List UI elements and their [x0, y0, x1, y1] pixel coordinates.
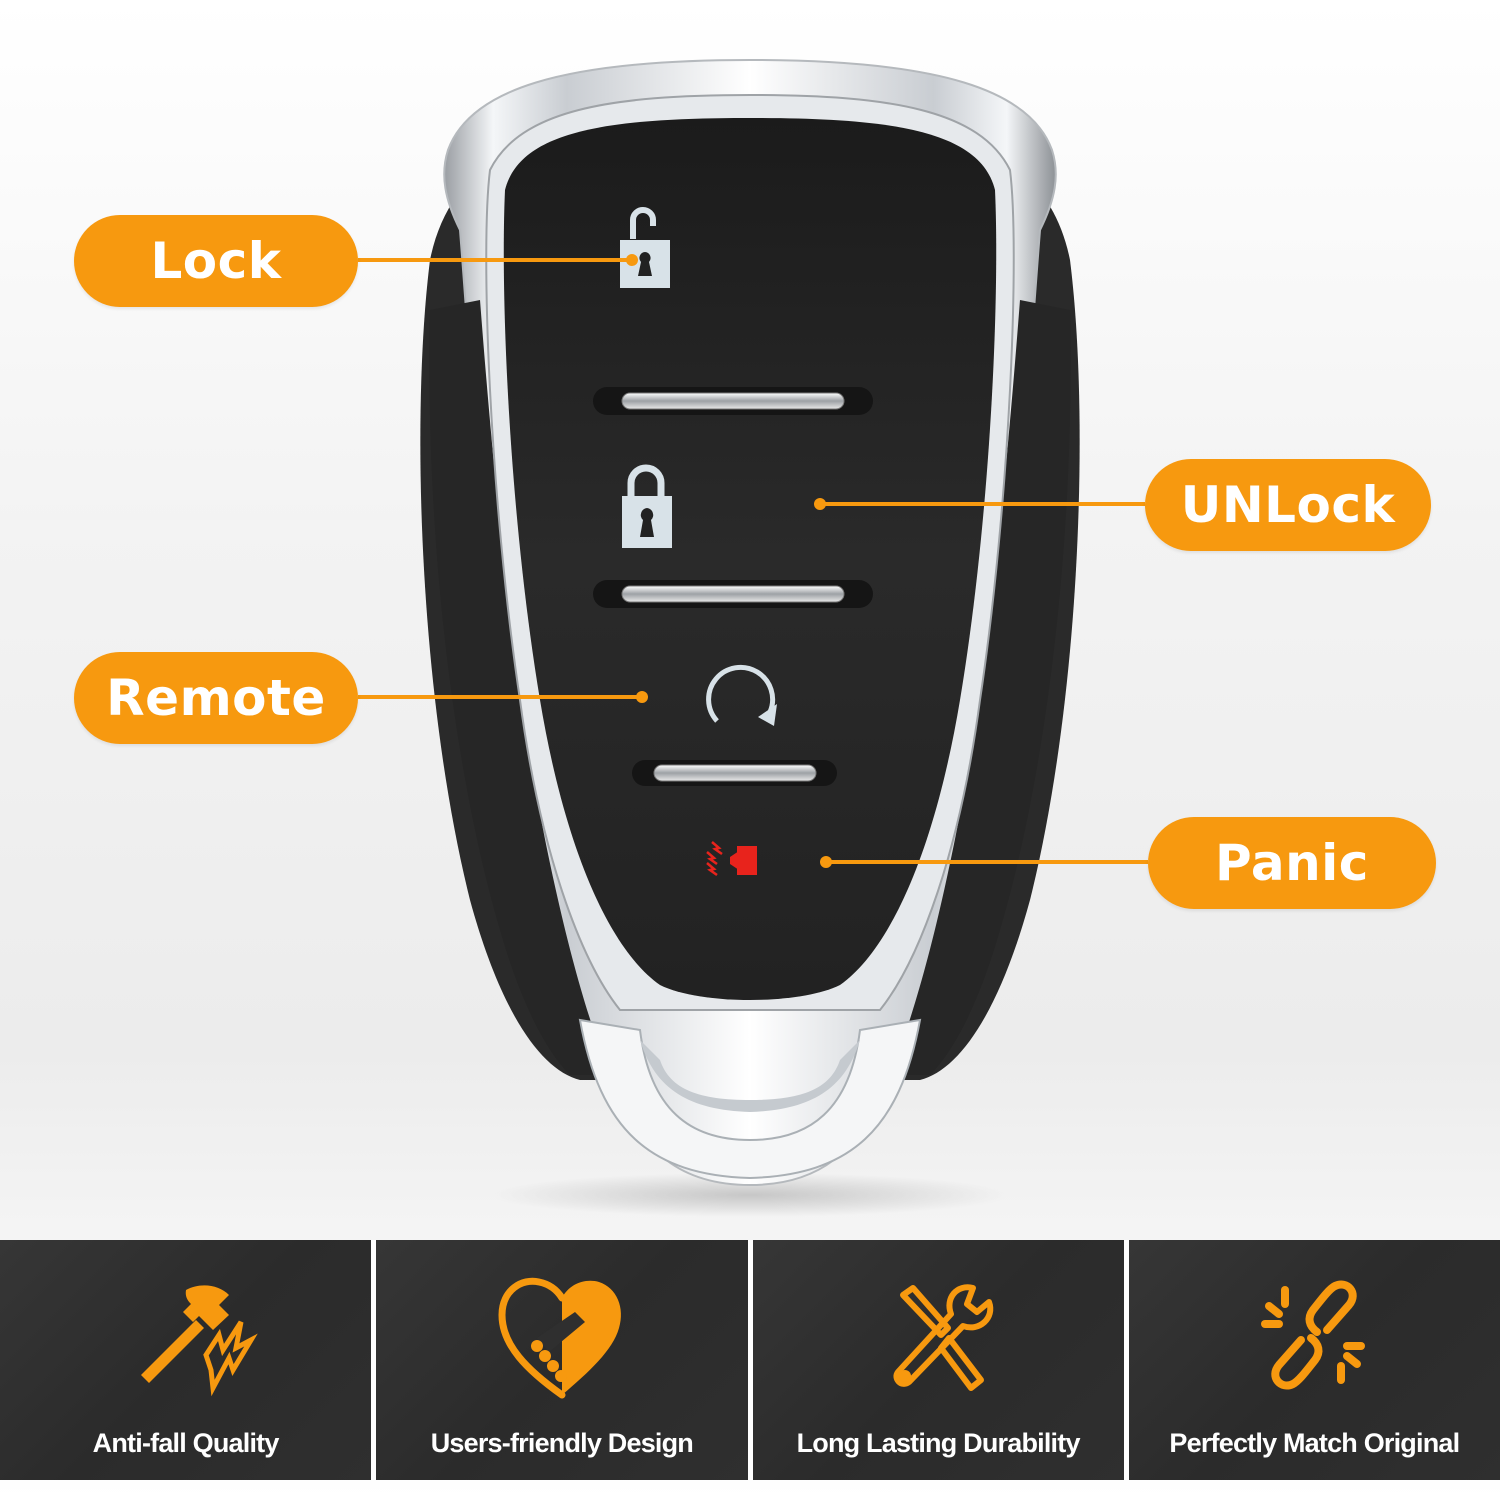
feature-label: Anti-fall Quality [92, 1428, 280, 1458]
callout-remote: Remote [74, 652, 358, 744]
button-divider [593, 580, 873, 608]
fob-face [503, 118, 997, 1000]
feature-strip: Anti-fall Quality Users-friendly Design … [0, 1240, 1500, 1480]
callout-panic: Panic [1148, 817, 1436, 909]
key-fob-illustration [420, 58, 1080, 1217]
chain-link-icon [1261, 1280, 1366, 1390]
hammer-break-icon [140, 1285, 258, 1397]
wrench-screwdriver-icon [893, 1284, 994, 1391]
callout-leader-unlock [814, 498, 1145, 510]
feature-label: Long Lasting Durability [796, 1428, 1081, 1458]
panic-horn-icon [706, 841, 757, 877]
feature-users-friendly: Users-friendly Design [376, 1240, 748, 1480]
callout-lock: Lock [74, 215, 358, 307]
feature-label: Users-friendly Design [430, 1428, 694, 1458]
callout-remote-label: Remote [106, 669, 326, 727]
callout-lock-label: Lock [150, 232, 282, 290]
callout-unlock-label: UNLock [1180, 476, 1396, 534]
callout-leader-lock [358, 254, 638, 266]
heart-handshake-icon [498, 1277, 621, 1399]
feature-perfect-match: Perfectly Match Original [1128, 1240, 1500, 1480]
feature-anti-fall: Anti-fall Quality [0, 1240, 372, 1480]
remote-start-arrow-icon [706, 664, 777, 726]
feature-label: Perfectly Match Original [1169, 1428, 1460, 1458]
callout-panic-label: Panic [1215, 834, 1369, 892]
callout-leader-remote [358, 691, 648, 703]
button-divider [593, 387, 873, 415]
locked-padlock-icon [622, 464, 672, 548]
feature-durability: Long Lasting Durability [752, 1240, 1124, 1480]
button-divider [632, 760, 837, 786]
callout-unlock: UNLock [1145, 459, 1431, 551]
product-stage: Lock UNLock Remote Panic [74, 58, 1436, 1217]
callout-leader-panic [820, 856, 1148, 868]
